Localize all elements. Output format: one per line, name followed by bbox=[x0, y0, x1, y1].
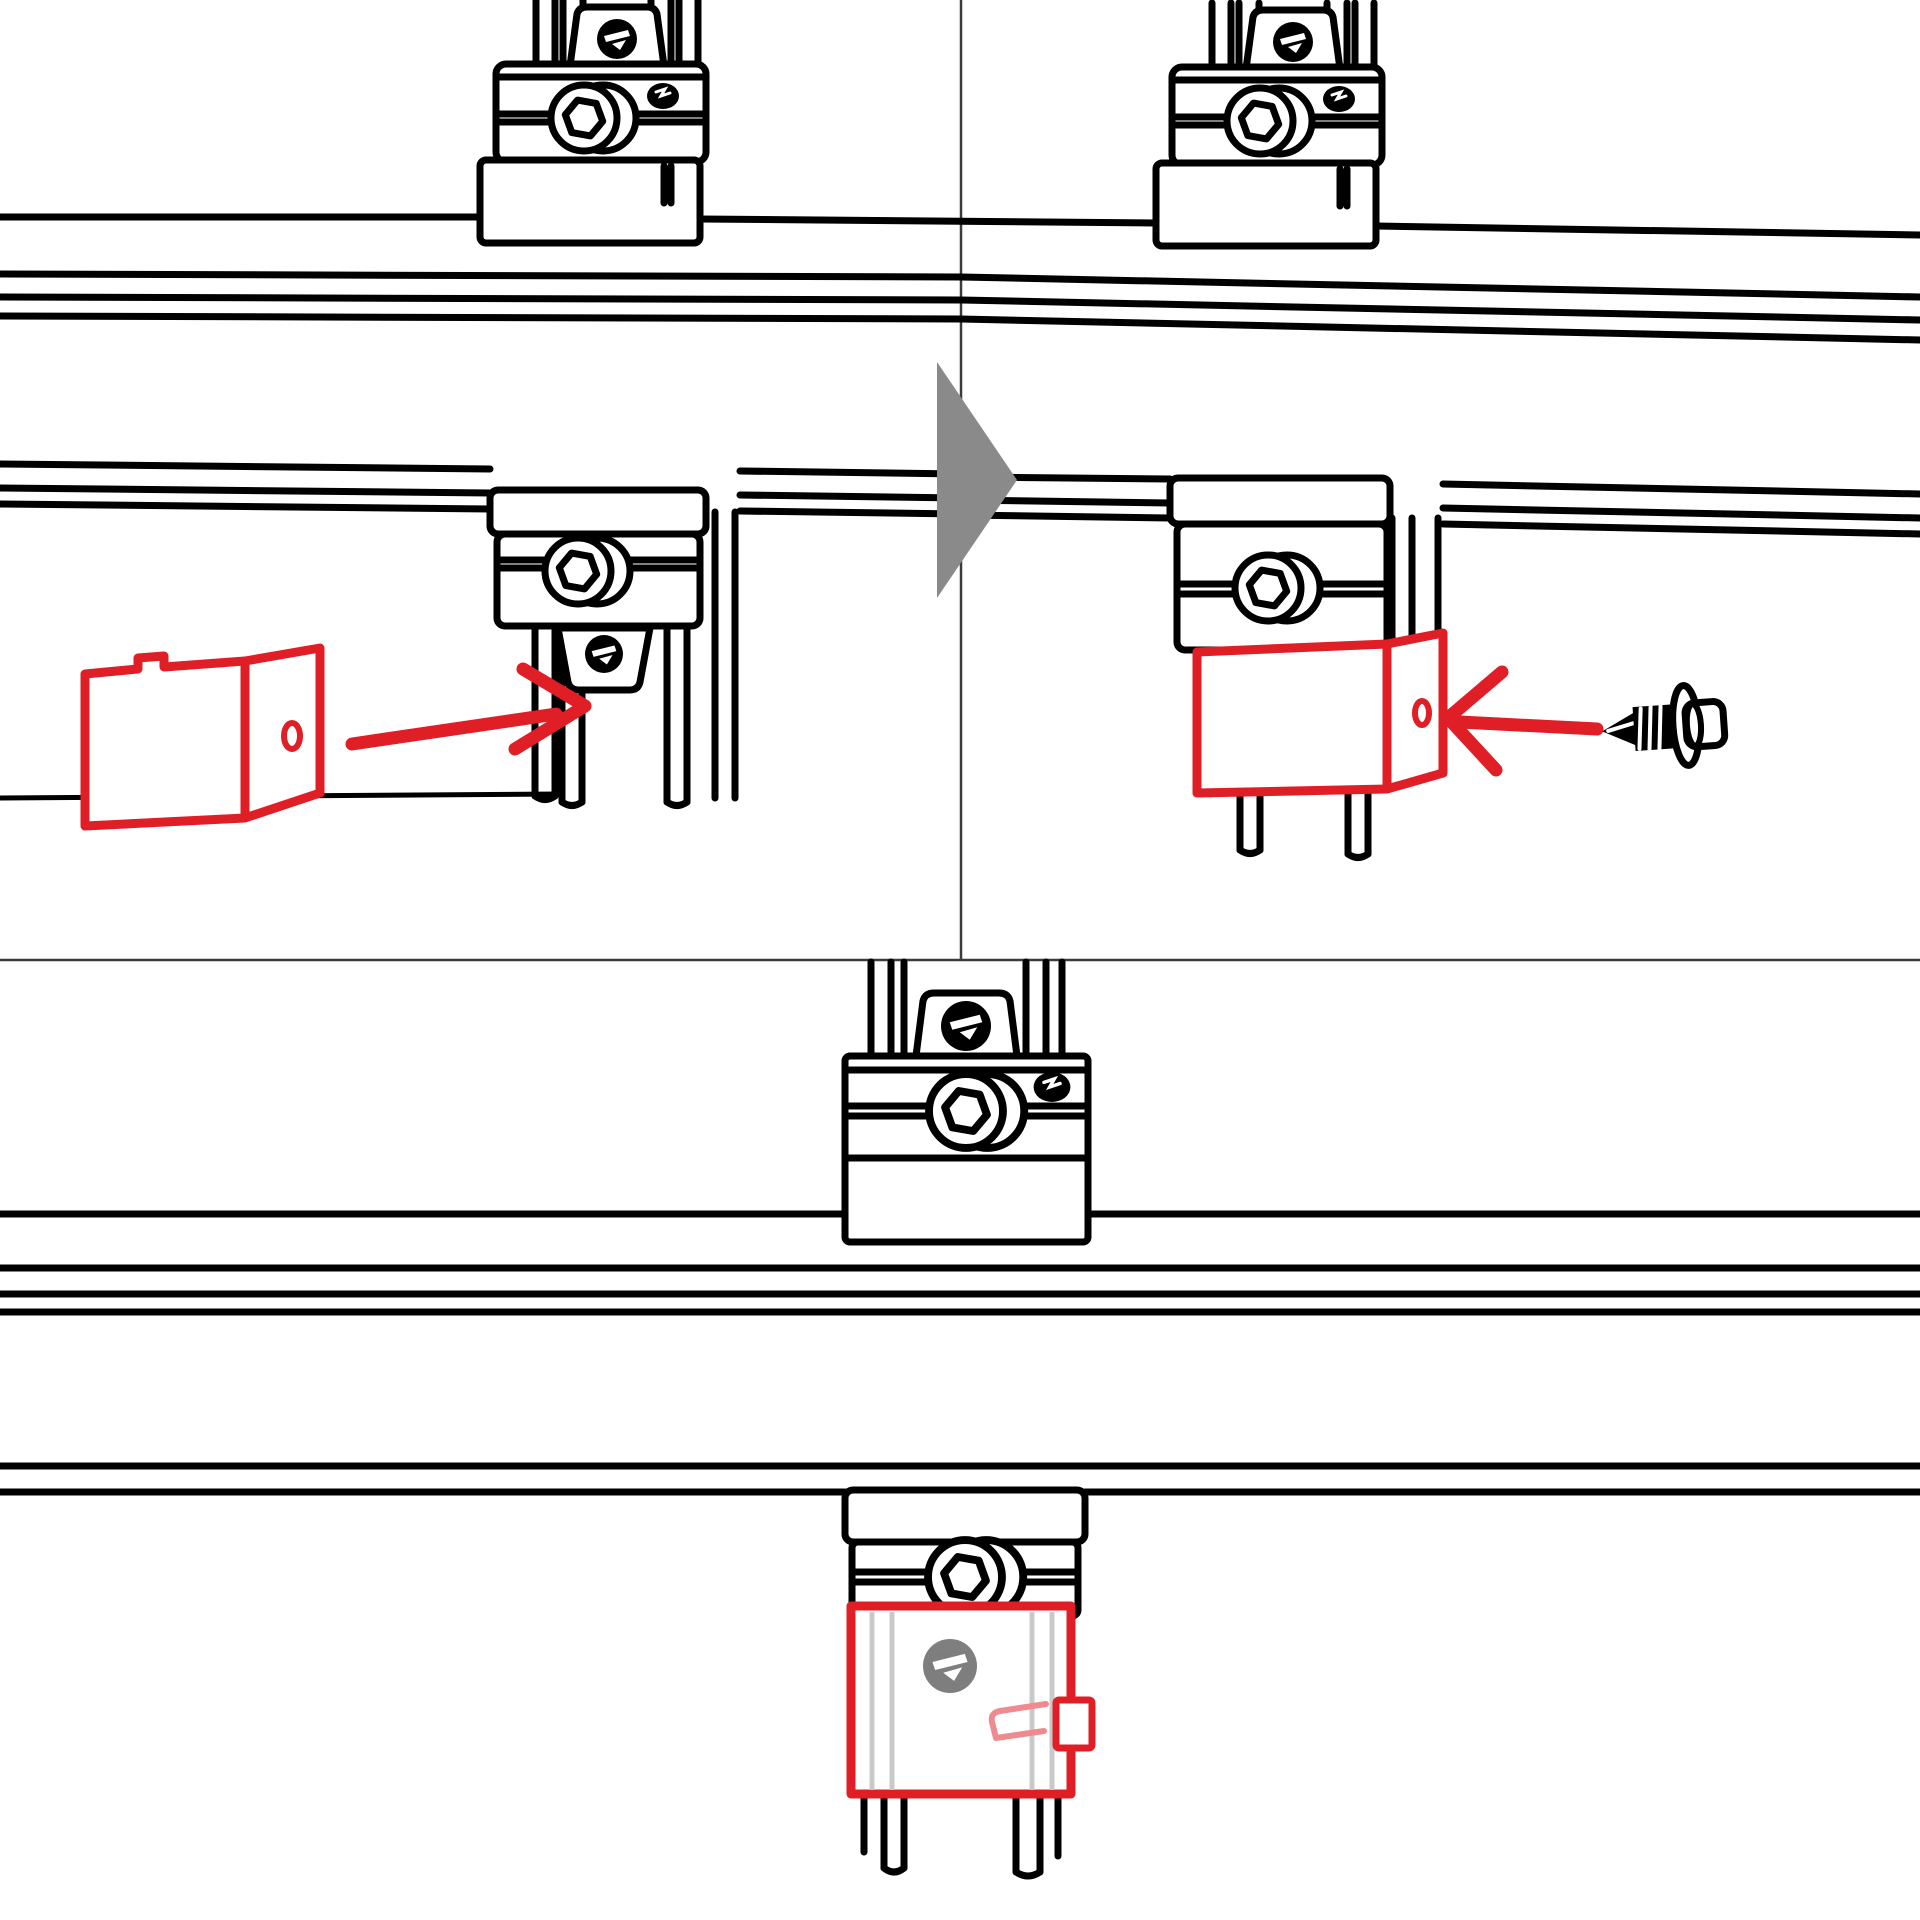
cover-installed-highlighted bbox=[846, 1601, 1096, 1799]
cover-tab bbox=[1052, 1696, 1096, 1752]
self-drilling-screw bbox=[1602, 682, 1729, 769]
rail-clamp-after bbox=[1166, 474, 1442, 861]
purlin-rail-result-upper bbox=[0, 1210, 1920, 1316]
fasten-arrow bbox=[1441, 665, 1604, 777]
cover-screw-hole bbox=[281, 720, 303, 752]
cover-installed-top bbox=[1192, 628, 1448, 798]
purlin-rail-upper bbox=[0, 213, 1920, 344]
screw-through-cover bbox=[923, 1639, 977, 1693]
cover-screw-hole bbox=[1412, 698, 1432, 728]
purlin-rail-result-lower bbox=[0, 1462, 1920, 1496]
rail-clamp-before bbox=[486, 486, 739, 809]
insert-arrow bbox=[345, 662, 592, 756]
result-view bbox=[0, 958, 1920, 1880]
cable-clip bbox=[988, 1701, 1049, 1741]
cover-part bbox=[80, 643, 325, 831]
roof-clamp-top-left bbox=[480, 0, 706, 243]
roof-clamp-top-right bbox=[1156, 3, 1382, 246]
upper-roof-clamp-result bbox=[841, 958, 1092, 1246]
transition-arrow-icon bbox=[937, 362, 1017, 598]
lower-roof-clamp-result bbox=[841, 1486, 1089, 1880]
